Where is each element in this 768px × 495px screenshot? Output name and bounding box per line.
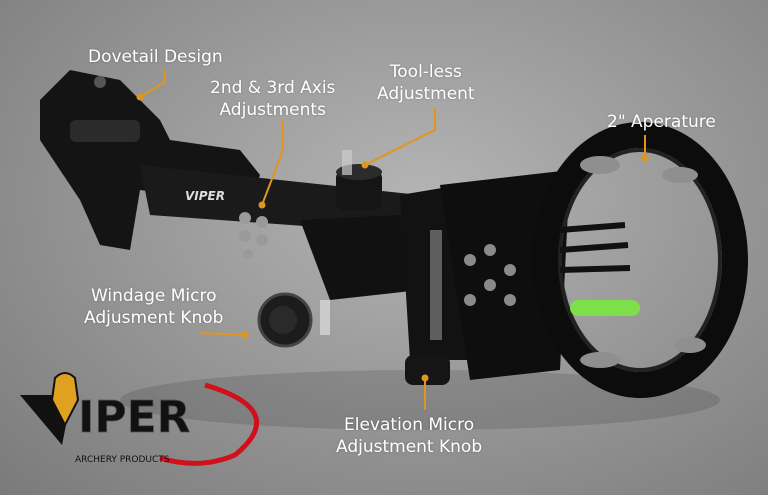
label-windage: Windage Micro Adjusment Knob [84,285,223,329]
label-text: Windage Micro [90,286,217,306]
label-text: 2nd & 3rd Axis [210,78,336,98]
label-text: Adjustments [219,100,326,120]
label-text: Adjustment [377,84,475,104]
label-text: Adjustment Knob [336,437,483,457]
dovetail-mount [40,70,260,250]
label-text: 2" Aperature [607,112,716,132]
label-aperture: 2" Aperature [607,111,716,133]
label-text: Dovetail Design [88,47,223,67]
product-mark: VIPER [185,189,225,203]
axis-screws [239,212,268,259]
label-dovetail: Dovetail Design [88,46,223,68]
label-axis-adjustments: 2nd & 3rd Axis Adjustments [210,77,335,121]
label-elevation: Elevation Micro Adjustment Knob [336,414,482,458]
label-text: Elevation Micro [344,415,475,435]
label-text: Adjusment Knob [84,308,224,328]
label-toolless: Tool-less Adjustment [377,61,475,105]
bubble-level [570,300,640,316]
label-text: Tool-less [389,62,462,82]
aperture-ring [532,122,748,398]
